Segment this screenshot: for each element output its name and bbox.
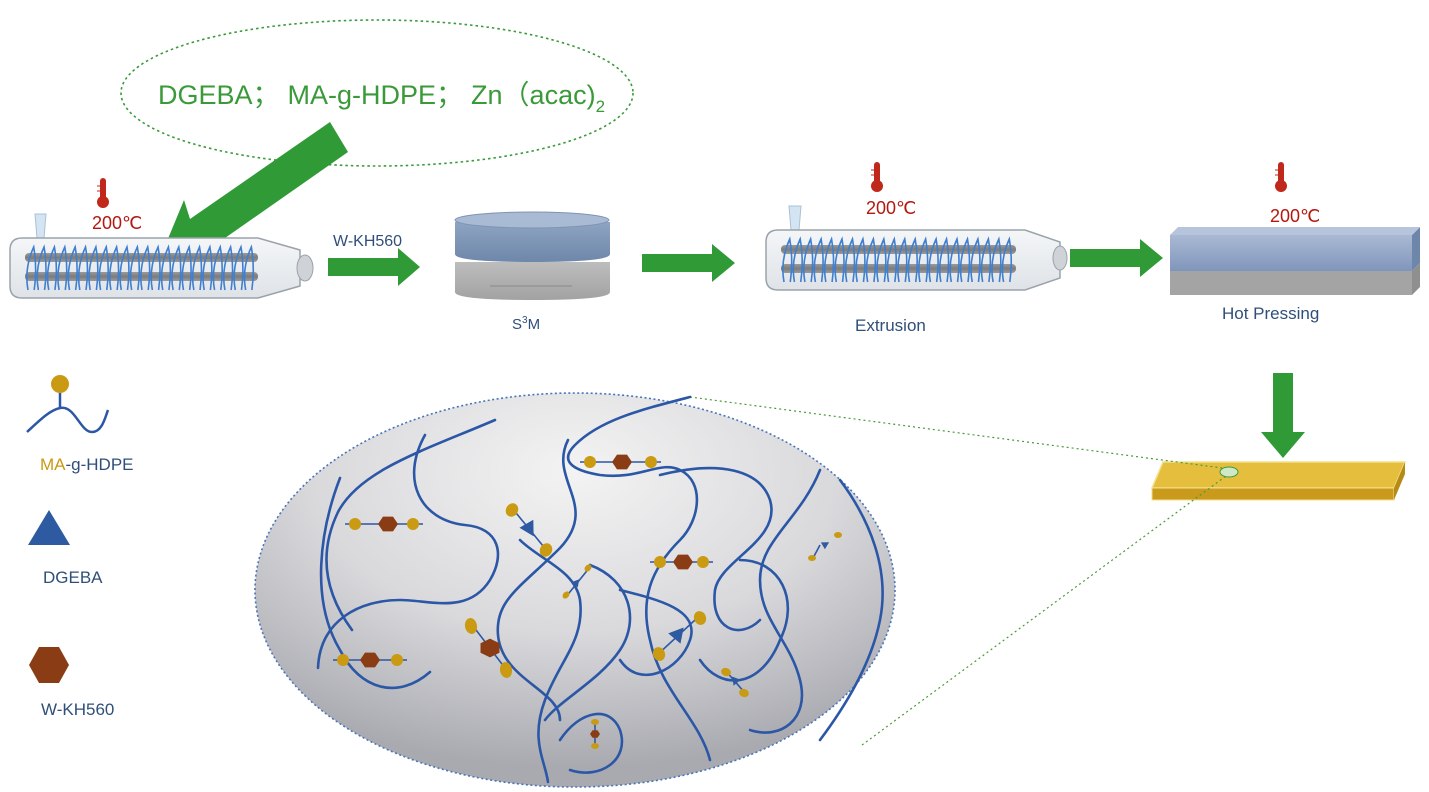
w-kh560-icon bbox=[29, 647, 69, 683]
w-kh560-unit bbox=[378, 516, 398, 532]
polymer-network bbox=[316, 395, 884, 784]
feed-arrow bbox=[165, 122, 348, 258]
extrusion-label: Extrusion bbox=[855, 316, 926, 335]
ma-group bbox=[337, 654, 349, 666]
arrow-1 bbox=[328, 248, 420, 286]
legend-dgeba: DGEBA bbox=[43, 568, 103, 587]
dgeba-unit bbox=[732, 676, 741, 686]
arrow-2 bbox=[642, 244, 735, 282]
hot-press-icon bbox=[1170, 227, 1420, 295]
ma-group bbox=[584, 564, 592, 572]
zoom-ellipse bbox=[254, 392, 896, 788]
ma-group bbox=[562, 591, 570, 599]
reagent-dgeba: DGEBA； bbox=[158, 80, 280, 110]
reagent-ma: MA-g-HDPE； bbox=[288, 80, 464, 110]
crosslinks bbox=[333, 454, 842, 749]
extruder-1 bbox=[9, 213, 314, 299]
ma-group bbox=[739, 688, 749, 698]
dgeba-unit bbox=[571, 579, 580, 588]
press-label: Hot Pressing bbox=[1222, 304, 1319, 323]
w-kh560-unit bbox=[612, 454, 632, 470]
w-kh560-unit bbox=[360, 652, 380, 668]
ma-group bbox=[697, 556, 709, 568]
w-kh560-unit bbox=[480, 638, 500, 658]
ma-group bbox=[654, 556, 666, 568]
arrow-down bbox=[1261, 373, 1305, 458]
ma-group bbox=[584, 456, 596, 468]
ma-group bbox=[539, 543, 553, 557]
ma-g-hdpe-icon bbox=[26, 375, 110, 434]
mill-icon bbox=[454, 211, 610, 300]
press-temp: 200℃ bbox=[1270, 206, 1320, 226]
dgeba-icon bbox=[28, 510, 70, 545]
ma-group bbox=[591, 743, 599, 749]
reagent-subscript: 2 bbox=[596, 97, 605, 116]
ma-group bbox=[652, 647, 666, 661]
arrow1-label: W-KH560 bbox=[333, 233, 402, 250]
arrow-3 bbox=[1070, 239, 1163, 277]
ma-group bbox=[464, 618, 478, 634]
thermometer-icon bbox=[870, 161, 884, 193]
reagent-bubble bbox=[120, 19, 634, 167]
legend: MA-g-HDPE DGEBA W-KH560 bbox=[26, 375, 134, 719]
legend-w-kh560: W-KH560 bbox=[41, 700, 114, 719]
reagent-text: DGEBA； MA-g-HDPE；Zn（acac)2 bbox=[158, 80, 605, 116]
dgeba-unit bbox=[668, 627, 684, 644]
zoom-line-bottom bbox=[861, 475, 1227, 746]
ma-group bbox=[349, 518, 361, 530]
extruder1-temp: 200℃ bbox=[92, 213, 142, 233]
composite-sheet bbox=[1150, 461, 1407, 501]
w-kh560-unit bbox=[590, 730, 600, 738]
extruder-2 bbox=[765, 205, 1068, 291]
legend-ma-g-hdpe: MA-g-HDPE bbox=[40, 455, 134, 474]
ma-group bbox=[645, 456, 657, 468]
ma-group bbox=[505, 503, 519, 517]
thermometer-icon bbox=[1274, 161, 1288, 193]
dgeba-unit bbox=[820, 542, 830, 550]
extruder2-temp: 200℃ bbox=[866, 198, 916, 218]
dgeba-unit bbox=[519, 519, 534, 537]
w-kh560-unit bbox=[673, 554, 693, 570]
ma-group bbox=[808, 555, 816, 561]
ma-group bbox=[721, 667, 731, 677]
ma-group bbox=[591, 719, 599, 725]
reagent-zn: Zn（acac) bbox=[471, 80, 596, 110]
ma-group bbox=[834, 532, 842, 538]
ma-group bbox=[407, 518, 419, 530]
ma-group bbox=[391, 654, 403, 666]
mill-label: S3M bbox=[512, 315, 540, 333]
ma-group bbox=[693, 611, 707, 625]
thermometer-icon bbox=[96, 177, 110, 209]
ma-group bbox=[499, 662, 513, 678]
